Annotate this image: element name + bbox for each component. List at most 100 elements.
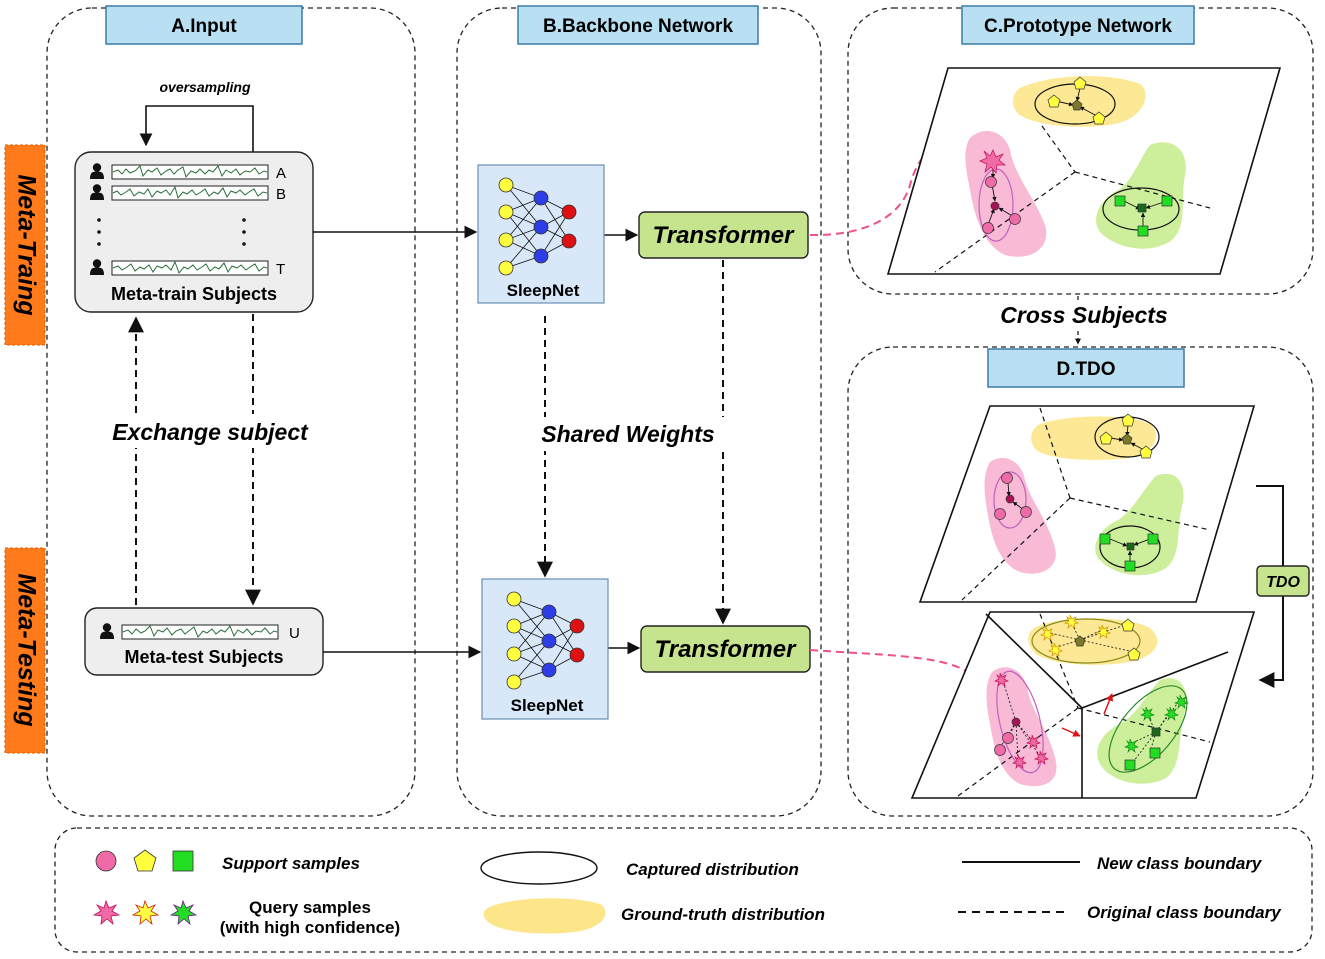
yellow-support-sample: [1047, 94, 1061, 108]
prototype-panel: [847, 7, 1314, 295]
new-class-boundary-label: New class boundary: [1097, 854, 1263, 873]
boundary-shift-arrow: [1061, 727, 1081, 737]
query-samples-label: Query samples: [249, 898, 371, 917]
query-confidence-label: (with high confidence): [220, 918, 400, 937]
pink-support-sample: [982, 222, 994, 234]
hidden-node: [533, 190, 549, 206]
tdo-panel: [847, 346, 1314, 817]
pink-query-sample: [979, 149, 1006, 174]
ground-truth-distribution-label: Ground-truth distribution: [621, 905, 825, 924]
shared-weights-label: Shared Weights: [541, 421, 714, 447]
output-node: [561, 233, 577, 249]
green-query-sample: [1139, 706, 1156, 722]
support-square-icon: [172, 850, 194, 872]
green-query-sample: [1163, 706, 1180, 722]
input-node: [498, 204, 514, 220]
train-embedding-curve: [809, 136, 991, 237]
yellow-support-sample: [1121, 413, 1135, 427]
oversampling-loop-arrow: [139, 105, 254, 152]
yellow-prototype: [1121, 433, 1133, 445]
backbone-title: B.Backbone Network: [517, 5, 759, 45]
meta-testing-tag: Meta-Testing: [4, 547, 46, 754]
green-prototype: [1126, 542, 1135, 551]
sleepnet-label: SleepNet: [507, 281, 580, 300]
pink-query-sample: [1025, 734, 1042, 750]
tdo-space-before: [918, 405, 1256, 603]
hidden-node: [541, 662, 557, 678]
svg-text:TDO: TDO: [1266, 574, 1300, 591]
prototype-title: C.Prototype Network: [961, 5, 1195, 45]
svg-text:Transformer: Transformer: [655, 636, 798, 663]
green-query-sample: [1173, 694, 1190, 710]
green-prototype: [1137, 203, 1147, 213]
output-node: [569, 618, 585, 634]
query-yellow-star-icon: [131, 899, 160, 926]
transformer-test: Transformer: [640, 625, 811, 673]
pink-support-sample: [1002, 732, 1014, 744]
eeg-signal: [112, 260, 268, 274]
tdo-space-after: [910, 611, 1256, 799]
tdo-tag: TDO: [1256, 565, 1310, 597]
captured-distribution-icon: [480, 851, 598, 885]
yellow-ground-truth: [1031, 416, 1156, 460]
yellow-prototype: [1074, 635, 1086, 647]
sleepnet-train: SleepNet: [477, 164, 605, 304]
subject-t-label: T: [276, 261, 285, 278]
input-panel: [46, 7, 416, 817]
input-node: [506, 674, 522, 690]
green-support-sample: [1147, 533, 1159, 545]
eeg-signal: [112, 165, 268, 179]
input-node: [506, 591, 522, 607]
pink-support-sample: [985, 176, 997, 188]
input-node: [506, 618, 522, 634]
pink-support-sample: [1001, 472, 1013, 484]
green-support-sample: [1149, 747, 1161, 759]
sleepnet-label: SleepNet: [511, 696, 584, 715]
subject-b-label: B: [276, 186, 286, 203]
yellow-query-sample: [1047, 642, 1064, 658]
hidden-node: [541, 604, 557, 620]
green-support-sample: [1124, 759, 1136, 771]
exchange-subject-label: Exchange subject: [112, 419, 309, 445]
pink-support-sample: [1009, 213, 1021, 225]
input-node: [498, 177, 514, 193]
green-captured: [1108, 685, 1188, 773]
ellipsis-dots: [97, 218, 246, 246]
green-support-sample: [1114, 195, 1126, 207]
output-node: [561, 204, 577, 220]
eeg-signal: [122, 625, 278, 638]
yellow-support-sample: [1099, 431, 1113, 445]
pink-prototype: [1011, 717, 1021, 727]
green-prototype: [1151, 727, 1161, 737]
support-circle-icon: [95, 850, 117, 872]
cross-subjects-label: Cross Subjects: [1000, 302, 1167, 328]
input-node: [506, 646, 522, 662]
support-samples-label: Support samples: [222, 854, 360, 873]
pink-query-sample: [1011, 754, 1028, 770]
green-ground-truth: [1095, 473, 1184, 576]
pink-prototype: [990, 201, 1000, 211]
input-node: [498, 260, 514, 276]
pink-query-sample: [993, 672, 1010, 688]
captured-distribution-label: Captured distribution: [626, 860, 799, 879]
green-query-sample: [1123, 738, 1140, 754]
yellow-support-sample: [1073, 76, 1087, 90]
pink-captured: [996, 670, 1044, 774]
yellow-query-sample: [1039, 626, 1056, 642]
prototype-space: [886, 67, 1282, 275]
input-title: A.Input: [105, 5, 303, 45]
meta-train-subjects-box: A B T Meta-train Subjects: [74, 151, 314, 313]
boundary-shift-arrow: [1103, 693, 1113, 715]
green-ground-truth: [1097, 678, 1187, 784]
svg-text:B.Backbone Network: B.Backbone Network: [543, 16, 733, 37]
pink-support-sample: [994, 508, 1006, 520]
yellow-support-sample: [1127, 647, 1141, 661]
pink-query-sample: [1033, 750, 1050, 766]
test-embedding-curve: [809, 649, 997, 689]
transformer-train: Transformer: [638, 211, 809, 259]
eeg-signal: [112, 185, 268, 200]
yellow-captured: [1031, 618, 1141, 664]
yellow-support-sample: [1092, 111, 1106, 125]
green-support-sample: [1161, 195, 1173, 207]
green-support-sample: [1099, 533, 1111, 545]
